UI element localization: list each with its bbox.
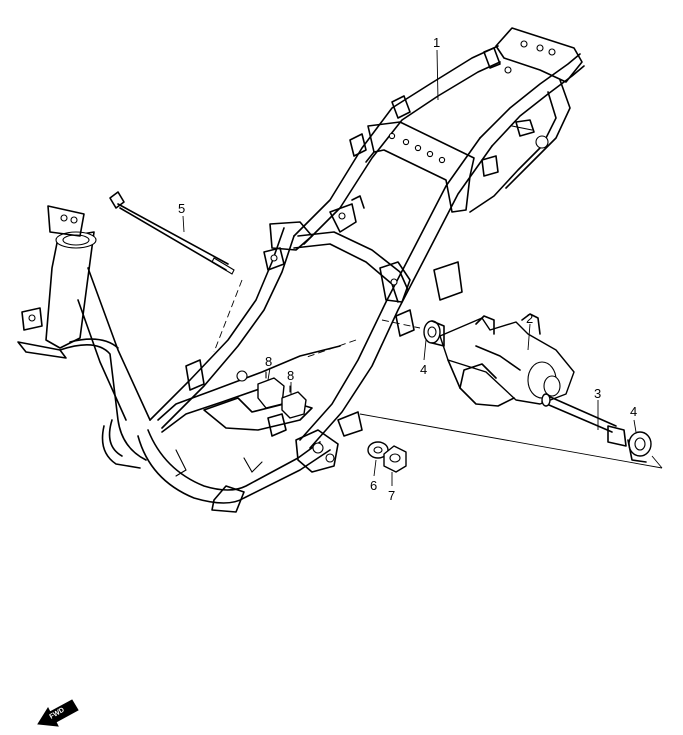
callout-4-left: 4	[420, 362, 427, 377]
callout-2: 2	[526, 311, 533, 326]
callout-7: 7	[388, 488, 395, 503]
nut-part-7	[383, 445, 407, 473]
callout-4-right: 4	[630, 404, 637, 419]
callout-8-right: 8	[287, 368, 294, 383]
callout-6: 6	[370, 478, 377, 493]
fwd-arrow-icon	[37, 699, 79, 727]
callout-3: 3	[594, 386, 601, 401]
fwd-direction-badge: FWD	[37, 699, 79, 727]
shaft-part-3	[541, 393, 627, 447]
callout-5: 5	[178, 201, 185, 216]
cushion-part-8-right	[281, 385, 307, 419]
bush-part-4-right	[627, 431, 652, 463]
engine-mount-bracket-part-2	[439, 313, 575, 407]
callout-1: 1	[433, 35, 440, 50]
bush-part-4-left	[381, 319, 445, 347]
bolt-part-5	[109, 191, 243, 353]
washer-part-6	[367, 441, 389, 459]
callout-labels: 1 2 3 4 4 5 6 7 8 8	[178, 35, 637, 503]
leader-lines	[182, 49, 637, 486]
cushion-part-8-left	[257, 371, 285, 409]
callout-8-left: 8	[265, 354, 272, 369]
main-frame	[17, 27, 585, 513]
pivot-axis-lines	[303, 339, 663, 469]
